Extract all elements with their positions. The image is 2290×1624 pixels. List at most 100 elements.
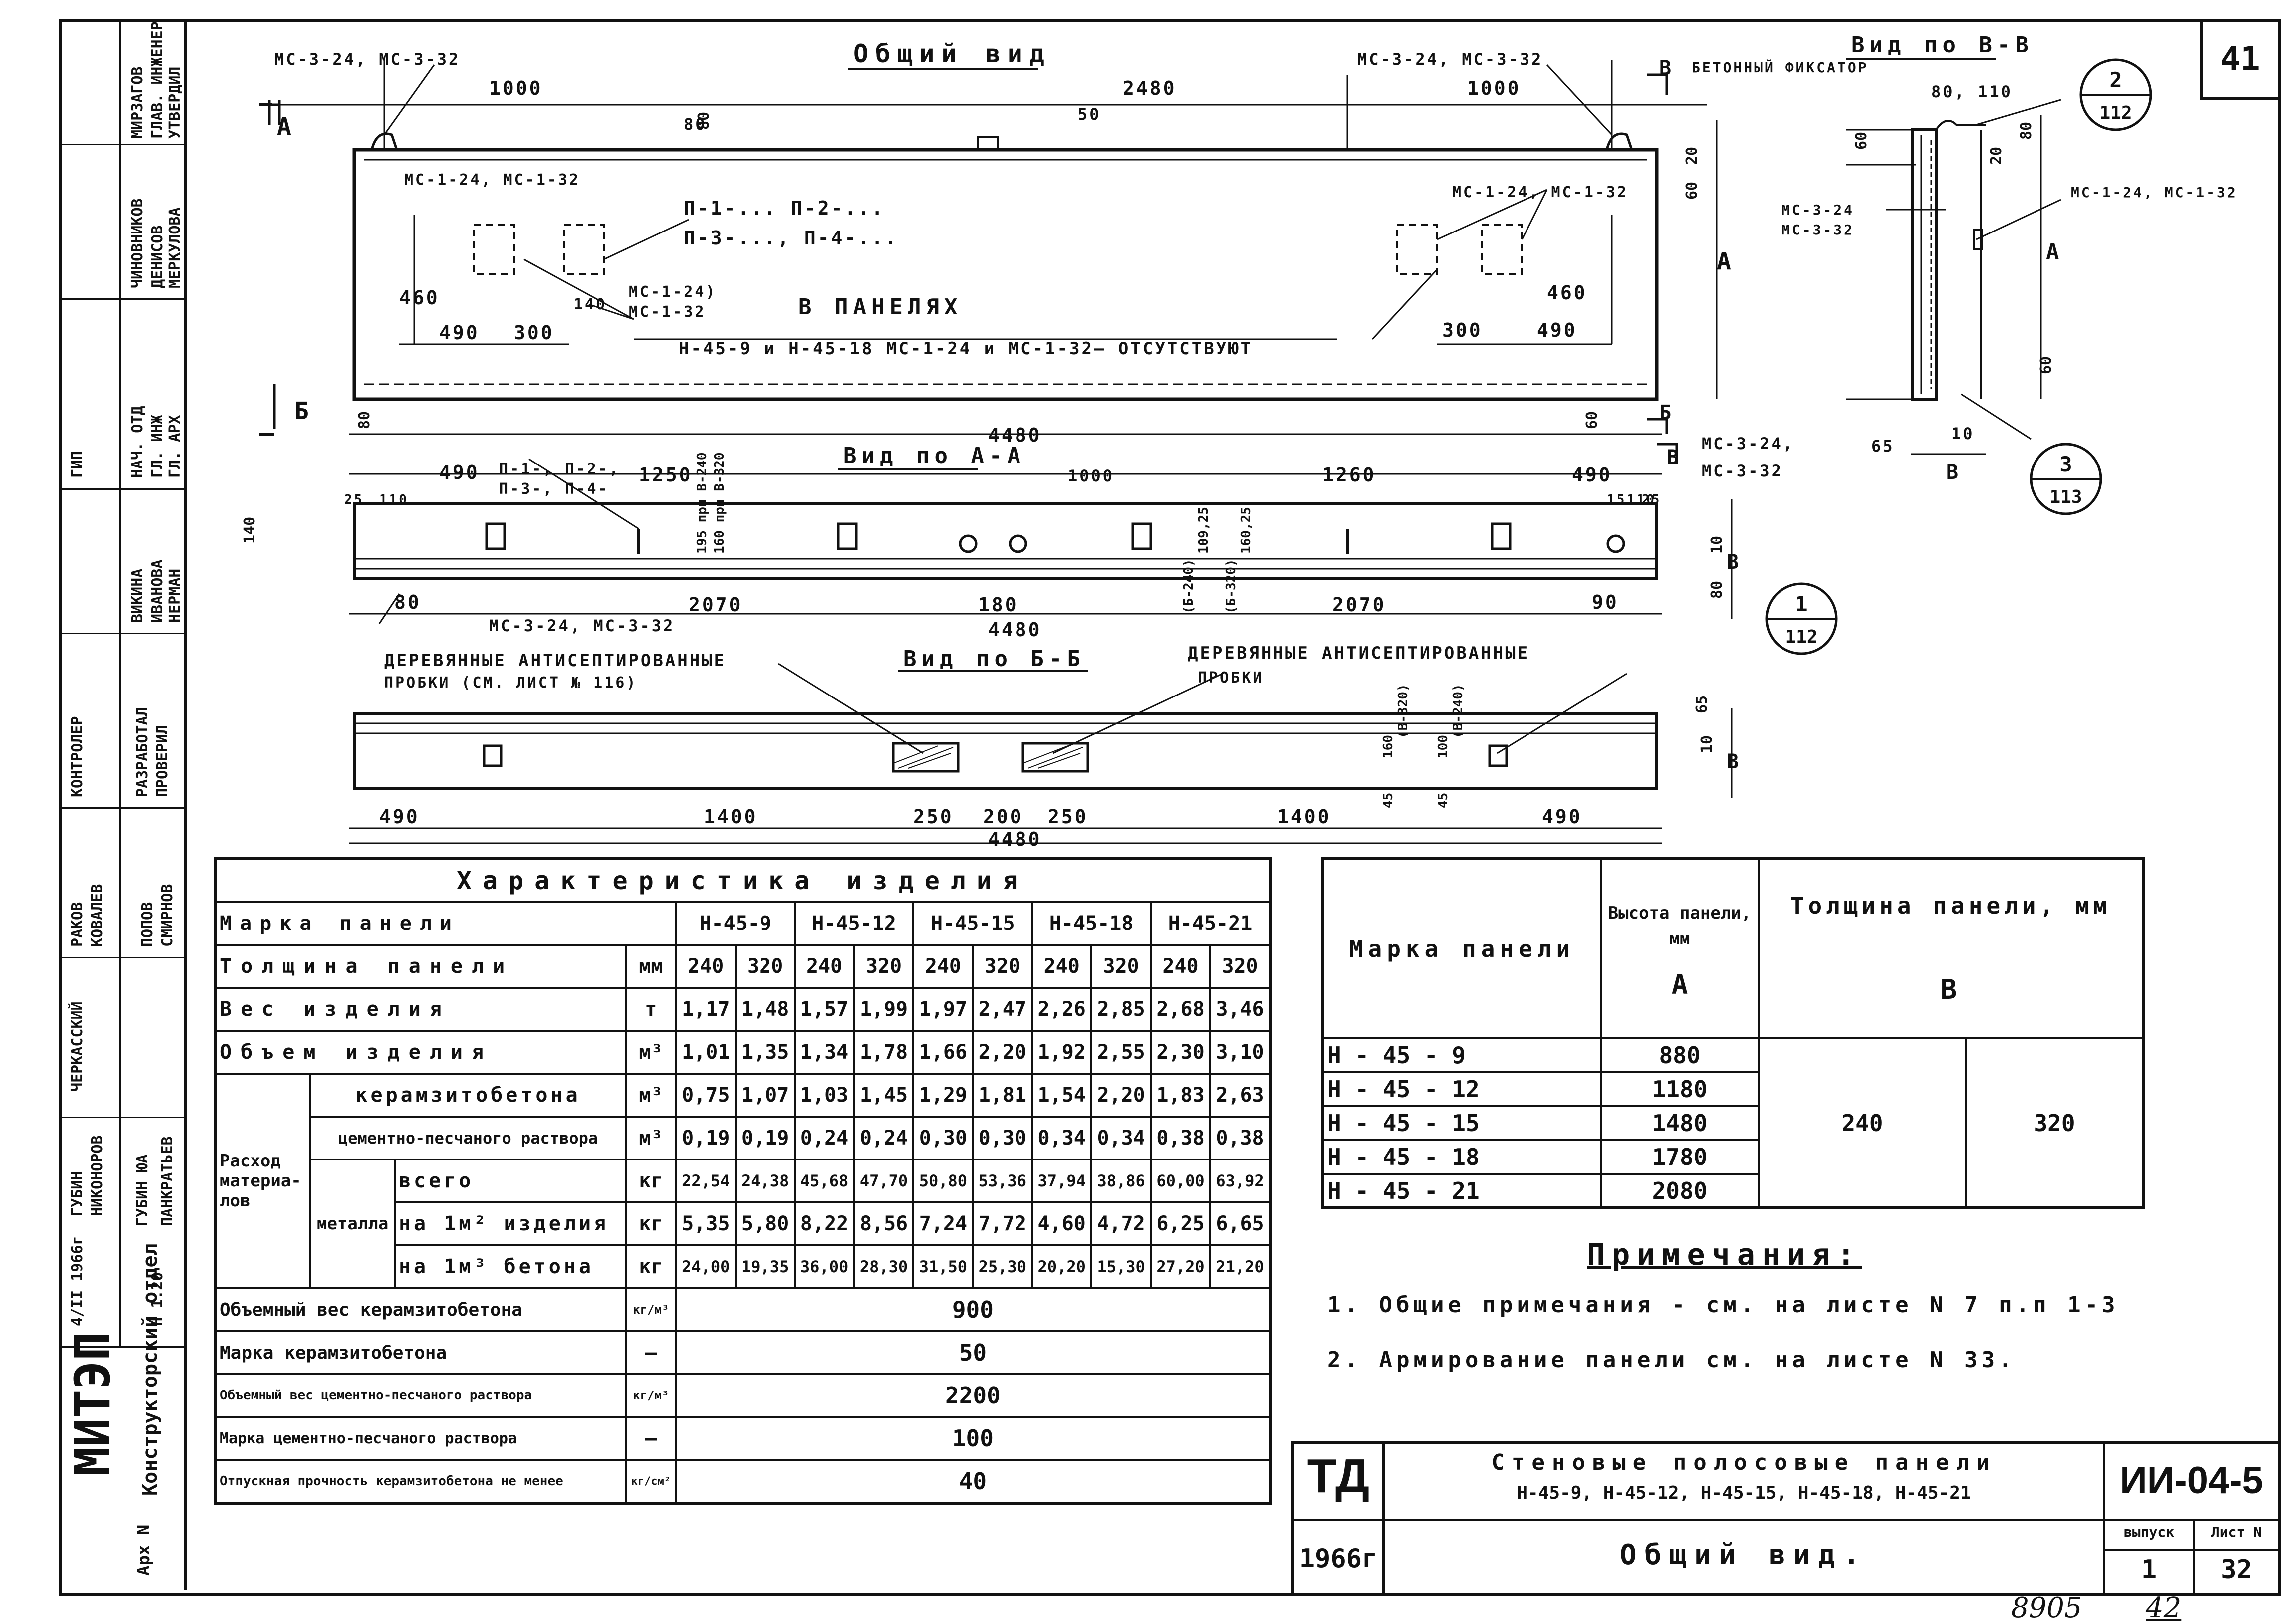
single-row-label: Отпускная прочность керамзитобетона не м… — [214, 1459, 627, 1504]
mark-label: Марка панели — [214, 901, 677, 946]
title-line-2: Н-45-9, Н-45-12, Н-45-15, Н-45-18, Н-45-… — [1517, 1483, 1971, 1503]
dim: 80, 110 — [1931, 82, 2013, 101]
cell: 50,80 — [912, 1159, 974, 1203]
cell: 6,65 — [1209, 1201, 1272, 1246]
label-ms-aa-right-2: МС-3-32 — [1702, 462, 1783, 480]
cell: 1,99 — [853, 987, 915, 1032]
table-row: Н - 45 - 21 2080 — [1322, 1173, 2143, 1209]
mark-cell: Н - 45 - 12 — [1322, 1071, 1602, 1107]
title-block: ТД 1966г Стеновые полосовые панели Н-45-… — [1291, 1441, 2278, 1593]
row-unit: т — [624, 987, 677, 1032]
dim: 460 — [1547, 282, 1587, 304]
cell: 0,30 — [912, 1116, 974, 1160]
dim: 250 — [913, 806, 954, 828]
thick-header-symbol: В — [1940, 974, 1961, 1005]
label-ms-aa-bottom: МС-3-24, МС-3-32 — [489, 616, 675, 635]
view-bsb-title: Вид по Б-Б — [903, 646, 1085, 672]
cell: 1,17 — [675, 987, 737, 1032]
callout-3-bottom: 113 — [2049, 487, 2082, 507]
dim-vertical: 80 — [1708, 581, 1726, 599]
cell: 0,75 — [675, 1073, 737, 1118]
label-ms-bb-left-1: МС-3-24 — [1781, 202, 1854, 218]
row-unit: кг — [624, 1201, 677, 1246]
characteristics-title: Характеристика изделия — [214, 858, 1271, 903]
thick-header-text: Толщина панели, мм — [1790, 892, 2111, 919]
cell: 240 — [675, 944, 737, 989]
cell: 24,00 — [675, 1244, 737, 1289]
dim: 25 — [344, 492, 364, 507]
cell: 5,35 — [675, 1201, 737, 1246]
thick-b-cell: 320 — [1965, 1037, 2144, 1209]
label-ms-top-left: МС-3-24, МС-3-32 — [274, 50, 460, 69]
cell: 2,20 — [972, 1030, 1033, 1075]
cell: 53,36 — [972, 1159, 1033, 1203]
dim: 50 — [1078, 105, 1101, 124]
label-wood-left-1: ДЕРЕВЯННЫЕ АНТИСЕПТИРОВАННЫЕ — [384, 651, 726, 671]
footer-number-right: 42 — [2146, 1592, 2182, 1624]
dim: 2480 — [1123, 77, 1177, 99]
cell: 37,94 — [1031, 1159, 1093, 1203]
row-label: Объем изделия — [214, 1030, 627, 1075]
dim: 25 — [1642, 492, 1661, 507]
td-label: ТД — [1307, 1449, 1370, 1503]
row-unit: — — [624, 1416, 677, 1461]
rashod-label-1: Расход — [220, 1151, 281, 1171]
metal-row-label: на 1м² изделия — [393, 1201, 627, 1246]
height-header-symbol: А — [1671, 968, 1688, 1000]
row-unit: м³ — [624, 1116, 677, 1160]
cell: 2,47 — [972, 987, 1033, 1032]
cell: 0,34 — [1031, 1116, 1093, 1160]
dim: 110 — [379, 492, 409, 507]
thick-a-cell: 240 — [1758, 1037, 1967, 1209]
cell: 47,70 — [853, 1159, 915, 1203]
dim: 80 — [684, 115, 707, 134]
list-value: 32 — [2221, 1555, 2252, 1585]
sheet-number: 41 — [2200, 19, 2281, 100]
cell: 1,35 — [734, 1030, 796, 1075]
label-ms-bb-left-2: МС-3-32 — [1781, 222, 1854, 238]
dim: 490 — [1572, 464, 1612, 486]
cell: 6,25 — [1150, 1201, 1211, 1246]
view-title: Общий вид. — [1619, 1539, 1868, 1571]
dim-vertical: 10 — [1708, 536, 1726, 554]
cell: 31,50 — [912, 1244, 974, 1289]
label-p-list-1: П-1-... П-2-... — [684, 197, 885, 219]
characteristics-table: Характеристика изделия Марка панели Н-45… — [214, 857, 1272, 1505]
row-unit: м³ — [624, 1073, 677, 1118]
cell: 1,01 — [675, 1030, 737, 1075]
rashod-label-2: материа- — [220, 1171, 301, 1191]
table-row: Отпускная прочность керамзитобетона не м… — [214, 1459, 1272, 1504]
dim-vertical: 160 — [1381, 735, 1396, 758]
dim-vertical: 195 при В-240 — [695, 453, 710, 554]
label-p-list-2: П-3-..., П-4-... — [684, 227, 898, 249]
cell: 2,20 — [1090, 1073, 1152, 1118]
mark-table: Марка панели Высота панели, мм А Толщина… — [1321, 857, 2145, 1209]
table-row: Марка цементно-песчаного раствора — 100 — [214, 1416, 1272, 1461]
label-ms-top-right: МС-3-24, МС-3-32 — [1357, 50, 1543, 69]
row-unit: мм — [624, 944, 677, 989]
dim: 1250 — [639, 464, 693, 486]
issue-label: выпуск — [2123, 1524, 2175, 1540]
label-ms-bb-right: МС-1-24, МС-1-32 — [2071, 184, 2238, 201]
cell: 1,78 — [853, 1030, 915, 1075]
cell: 7,72 — [972, 1201, 1033, 1246]
cell: 19,35 — [734, 1244, 796, 1289]
height-cell: 2080 — [1600, 1173, 1760, 1209]
row-unit: кг/см² — [624, 1459, 677, 1504]
cell: 0,38 — [1209, 1116, 1272, 1160]
section-letter-v: В — [1659, 57, 1673, 80]
label-ms1-mid-1: МС-1-24) — [629, 283, 717, 301]
dim: 490 — [439, 322, 480, 344]
view-bb-title: Вид по В-В — [1851, 32, 2034, 58]
metal-label: металла — [309, 1159, 396, 1289]
single-row-value: 900 — [675, 1287, 1272, 1332]
cell: 240 — [912, 944, 974, 989]
dim-vertical: 160 при В-320 — [712, 453, 727, 554]
dim-vertical: 45 — [1381, 793, 1396, 808]
label-ms-aa-right-1: МС-3-24, — [1702, 434, 1794, 453]
dim: 65 — [1871, 437, 1895, 456]
single-row-label: Марка керамзитобетона — [214, 1330, 627, 1375]
cell: 2,63 — [1209, 1073, 1272, 1118]
